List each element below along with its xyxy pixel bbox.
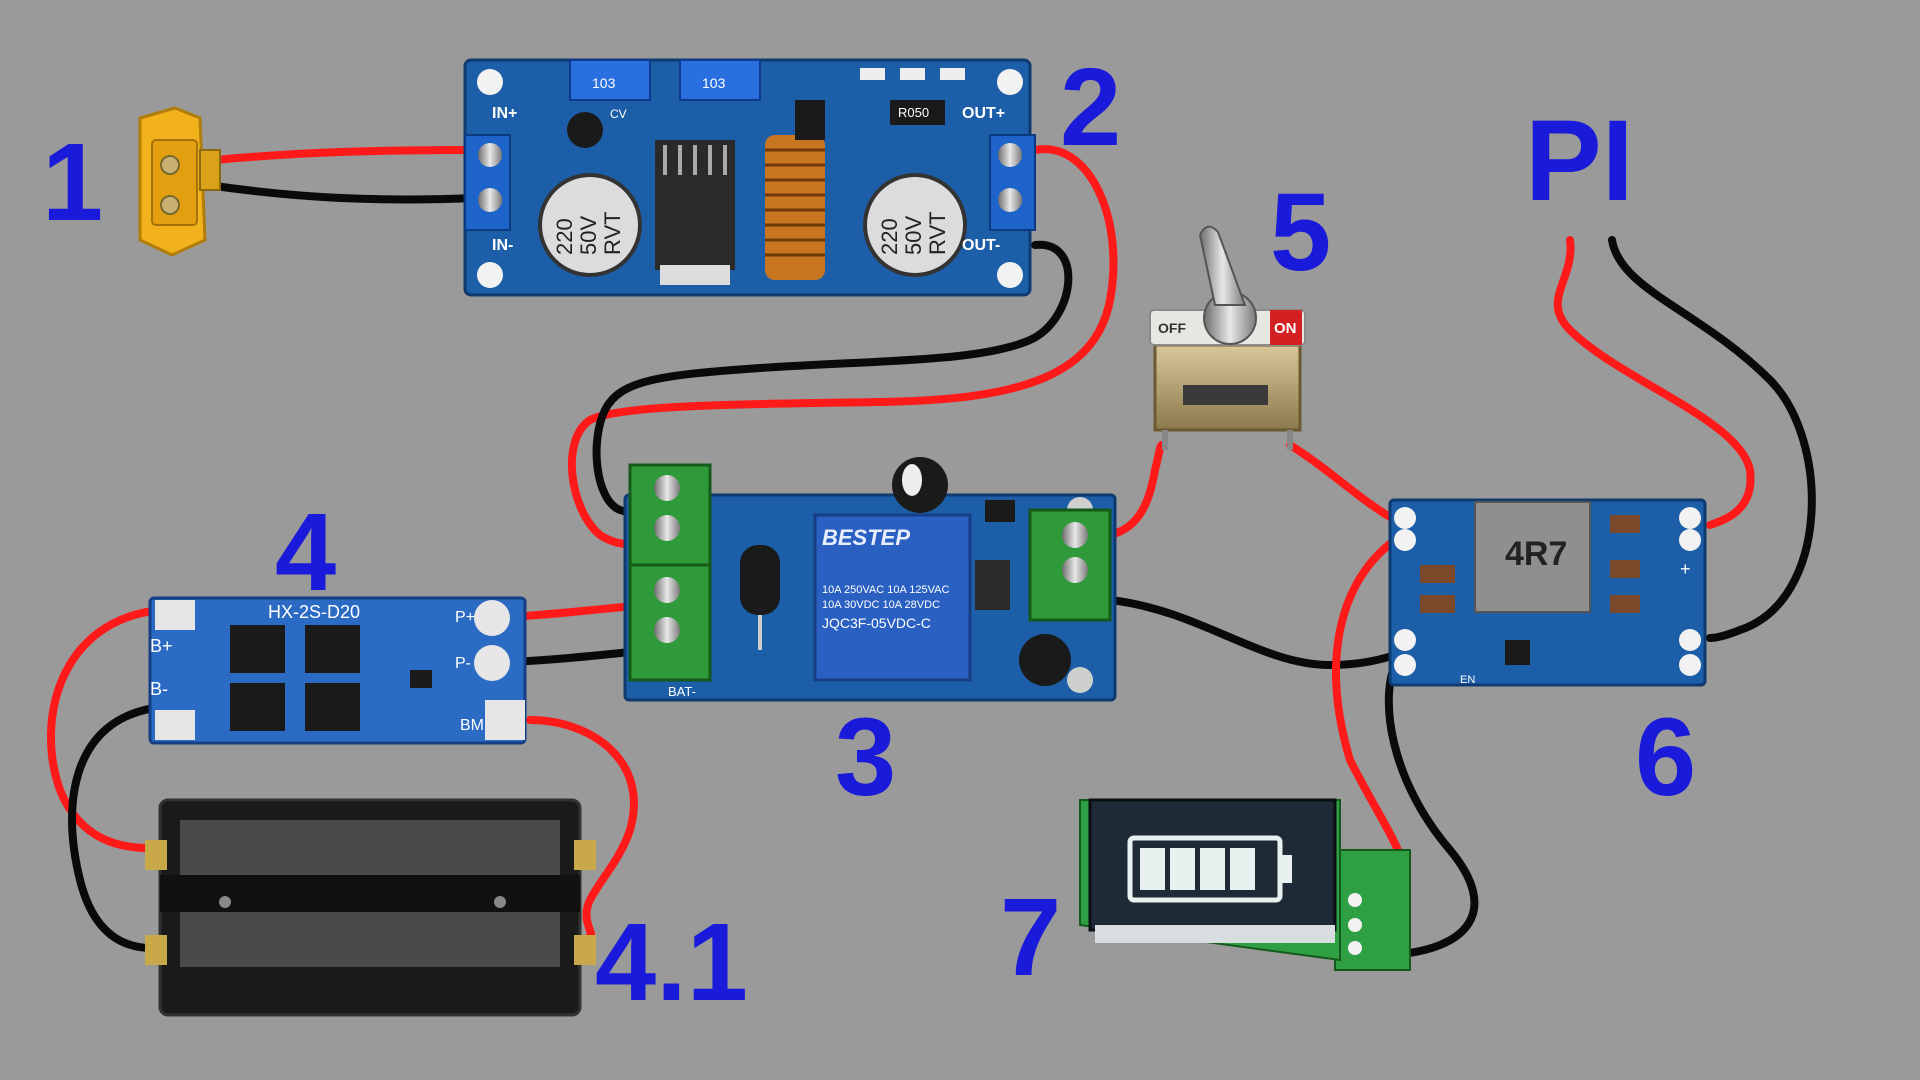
- boost-converter: [1388, 498, 1707, 687]
- label-7: 7: [1000, 876, 1061, 999]
- wire-red-bms-b-to-holder: [46, 606, 164, 853]
- boost-plus-label: +: [1680, 559, 1691, 579]
- buck-pot-1-label: 103: [592, 75, 616, 91]
- buck-cap-left-line-1: 220: [552, 218, 577, 255]
- buck-cap-left-line-2: 50V: [576, 216, 601, 255]
- battery-holder: [145, 798, 596, 1017]
- ups-brand-label: BESTEP: [822, 525, 910, 550]
- buck-in-minus-label: IN-: [492, 237, 513, 254]
- wire-red-ups-to-switch: [1106, 441, 1166, 539]
- bms-p-plus-label: P+: [455, 609, 475, 626]
- buck-in-plus-label: IN+: [492, 105, 517, 122]
- buck-cap-right-line-2: 50V: [901, 216, 926, 255]
- wire-red-xt60-to-buck-in: [211, 146, 479, 164]
- label-2: 2: [1060, 46, 1121, 169]
- boost-en-label: EN: [1460, 674, 1475, 686]
- switch-off-label: OFF: [1158, 320, 1186, 336]
- buck-cap-right-line-3: RVT: [925, 211, 950, 255]
- wire-red-buck-out-to-ups: [567, 145, 1118, 549]
- label-6: 6: [1635, 696, 1696, 819]
- wire-red-switch-to-boost: [1286, 441, 1399, 524]
- label-pi: PI: [1525, 97, 1634, 225]
- ups-relay-rating-2: 10A 30VDC 10A 28VDC: [822, 599, 940, 611]
- bms-p-minus-label: P-: [455, 655, 471, 672]
- label-3: 3: [835, 696, 896, 819]
- buck-cap-left-line-3: RVT: [600, 211, 625, 255]
- wire-red-pi-to-boost: [1553, 236, 1755, 529]
- xt60-connector: [138, 106, 221, 257]
- boost-inductor-label: 4R7: [1505, 535, 1567, 573]
- wire-black-ups-to-boost: [1106, 596, 1399, 669]
- bms-bm-label: BM: [460, 717, 484, 734]
- buck-cv-label: CV: [610, 107, 627, 121]
- label-4: 4: [275, 491, 336, 614]
- ups-bat-minus-label: BAT-: [668, 684, 696, 699]
- label-1: 1: [42, 121, 103, 244]
- buck-cap-right-line-1: 220: [877, 218, 902, 255]
- ups-module: [623, 457, 1117, 702]
- wire-black-buck-out-to-ups: [592, 240, 1073, 517]
- bms-model-label: HX-2S-D20: [268, 602, 360, 622]
- wire-black-pi-to-boost: [1608, 236, 1816, 642]
- bms-b-minus-label: B-: [150, 679, 168, 699]
- buck-resistor-label: R050: [898, 105, 929, 120]
- label-5: 5: [1270, 171, 1331, 294]
- bms-b-plus-label: B+: [150, 636, 173, 656]
- ups-relay-model: JQC3F-05VDC-C: [822, 615, 931, 631]
- buck-out-minus-label: OUT-: [962, 237, 1000, 254]
- switch-on-label: ON: [1274, 320, 1297, 337]
- wire-black-xt60-to-buck-in: [211, 182, 479, 204]
- bms-board: [148, 596, 527, 745]
- label-4-1: 4.1: [595, 901, 748, 1024]
- buck-out-plus-label: OUT+: [962, 105, 1005, 122]
- wire-black-bms-b-to-holder: [68, 704, 164, 953]
- ups-relay-rating-1: 10A 250VAC 10A 125VAC: [822, 584, 949, 596]
- wire-red-bms-bm-to-holder: [526, 716, 638, 939]
- buck-converter: [463, 58, 1036, 297]
- toggle-switch: [1149, 225, 1306, 450]
- battery-indicator: [1079, 798, 1411, 971]
- buck-pot-2-label: 103: [702, 75, 726, 91]
